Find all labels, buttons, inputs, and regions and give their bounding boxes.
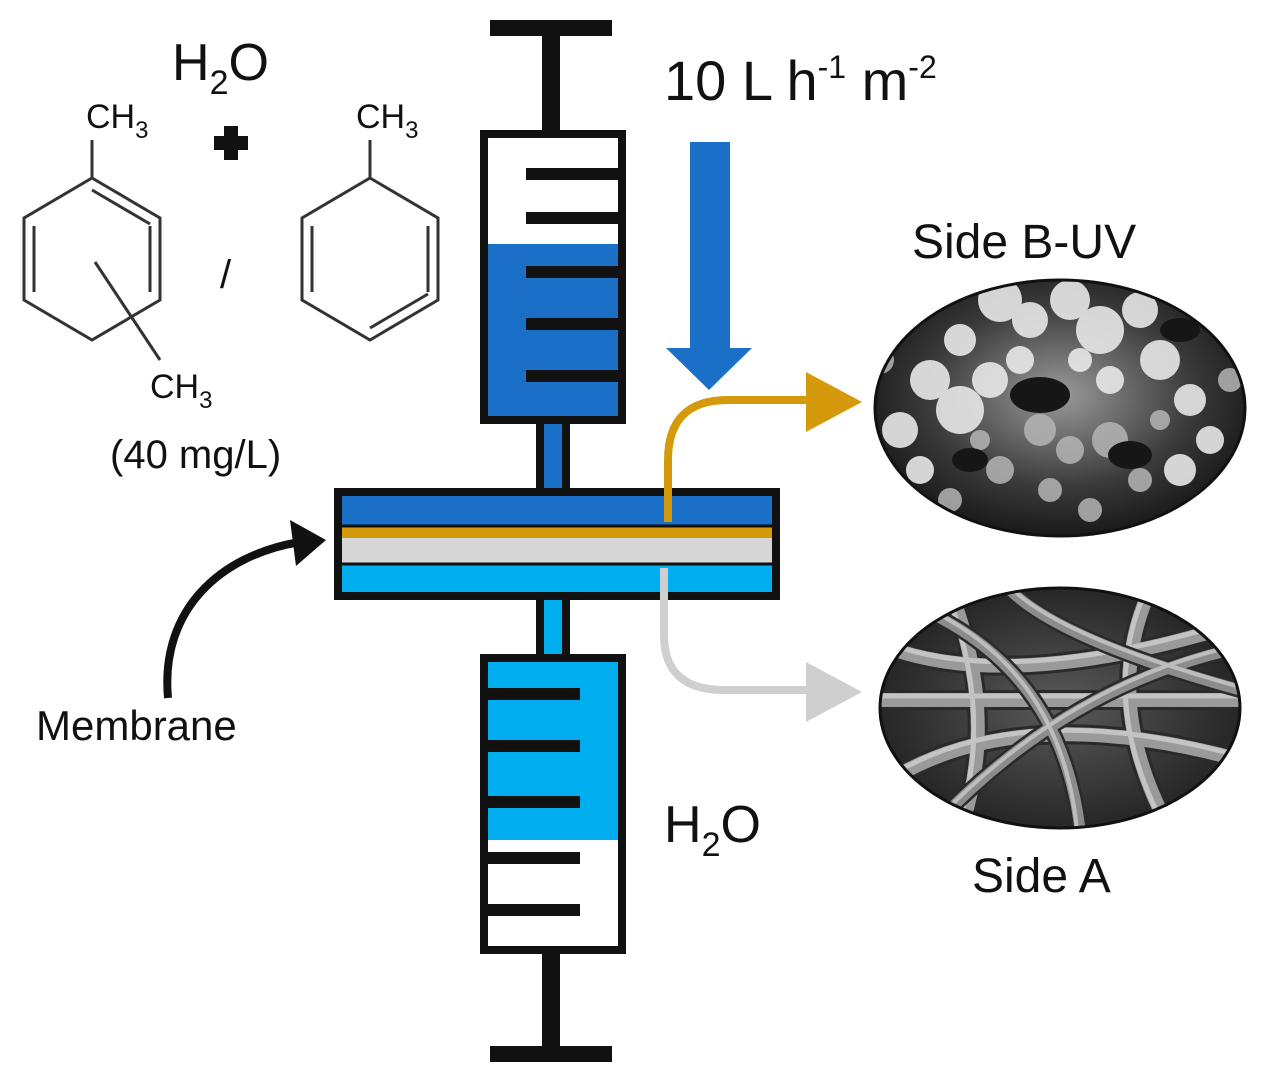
side-b-label: Side B-UV [912,216,1136,269]
side-b-sem-image [873,278,1247,538]
concentration-label: (40 mg/L) [110,433,281,477]
separator-slash: / [220,253,232,297]
feed-nozzle [536,416,570,498]
flux-label: 10 L h-1 m-2 [664,49,937,112]
toluene-methyl-label: CH3 [356,98,418,144]
side-a-arrow [660,568,862,722]
feed-syringe-graduations [526,168,618,382]
side-a-sem-image [878,586,1242,830]
feed-syringe [480,130,626,498]
toluene-structure [300,140,440,342]
xylene-methyl-bottom-label: CH3 [150,368,212,414]
flow-arrow [666,142,752,390]
xylene-methyl-top-label: CH3 [86,98,148,144]
water-feed-label: H2O [172,34,269,102]
water-permeate-label: H2O [664,796,761,864]
side-b-layer [342,526,772,538]
plus-icon [214,126,248,160]
permeate-nozzle [536,592,570,664]
bottom-plunger [490,950,612,1062]
feed-chamber [342,496,772,526]
permeate-syringe-graduations [488,688,580,916]
side-a-label: Side A [972,850,1111,903]
xylene-structure [22,140,162,361]
top-plunger [490,20,612,132]
side-b-arrow [664,372,862,522]
membrane-holder [334,488,780,600]
permeate-chamber [342,564,772,592]
membrane-label: Membrane [36,702,237,749]
permeate-syringe [480,592,626,954]
side-a-layer [342,538,772,564]
membrane-pointer-arrow [163,520,326,699]
